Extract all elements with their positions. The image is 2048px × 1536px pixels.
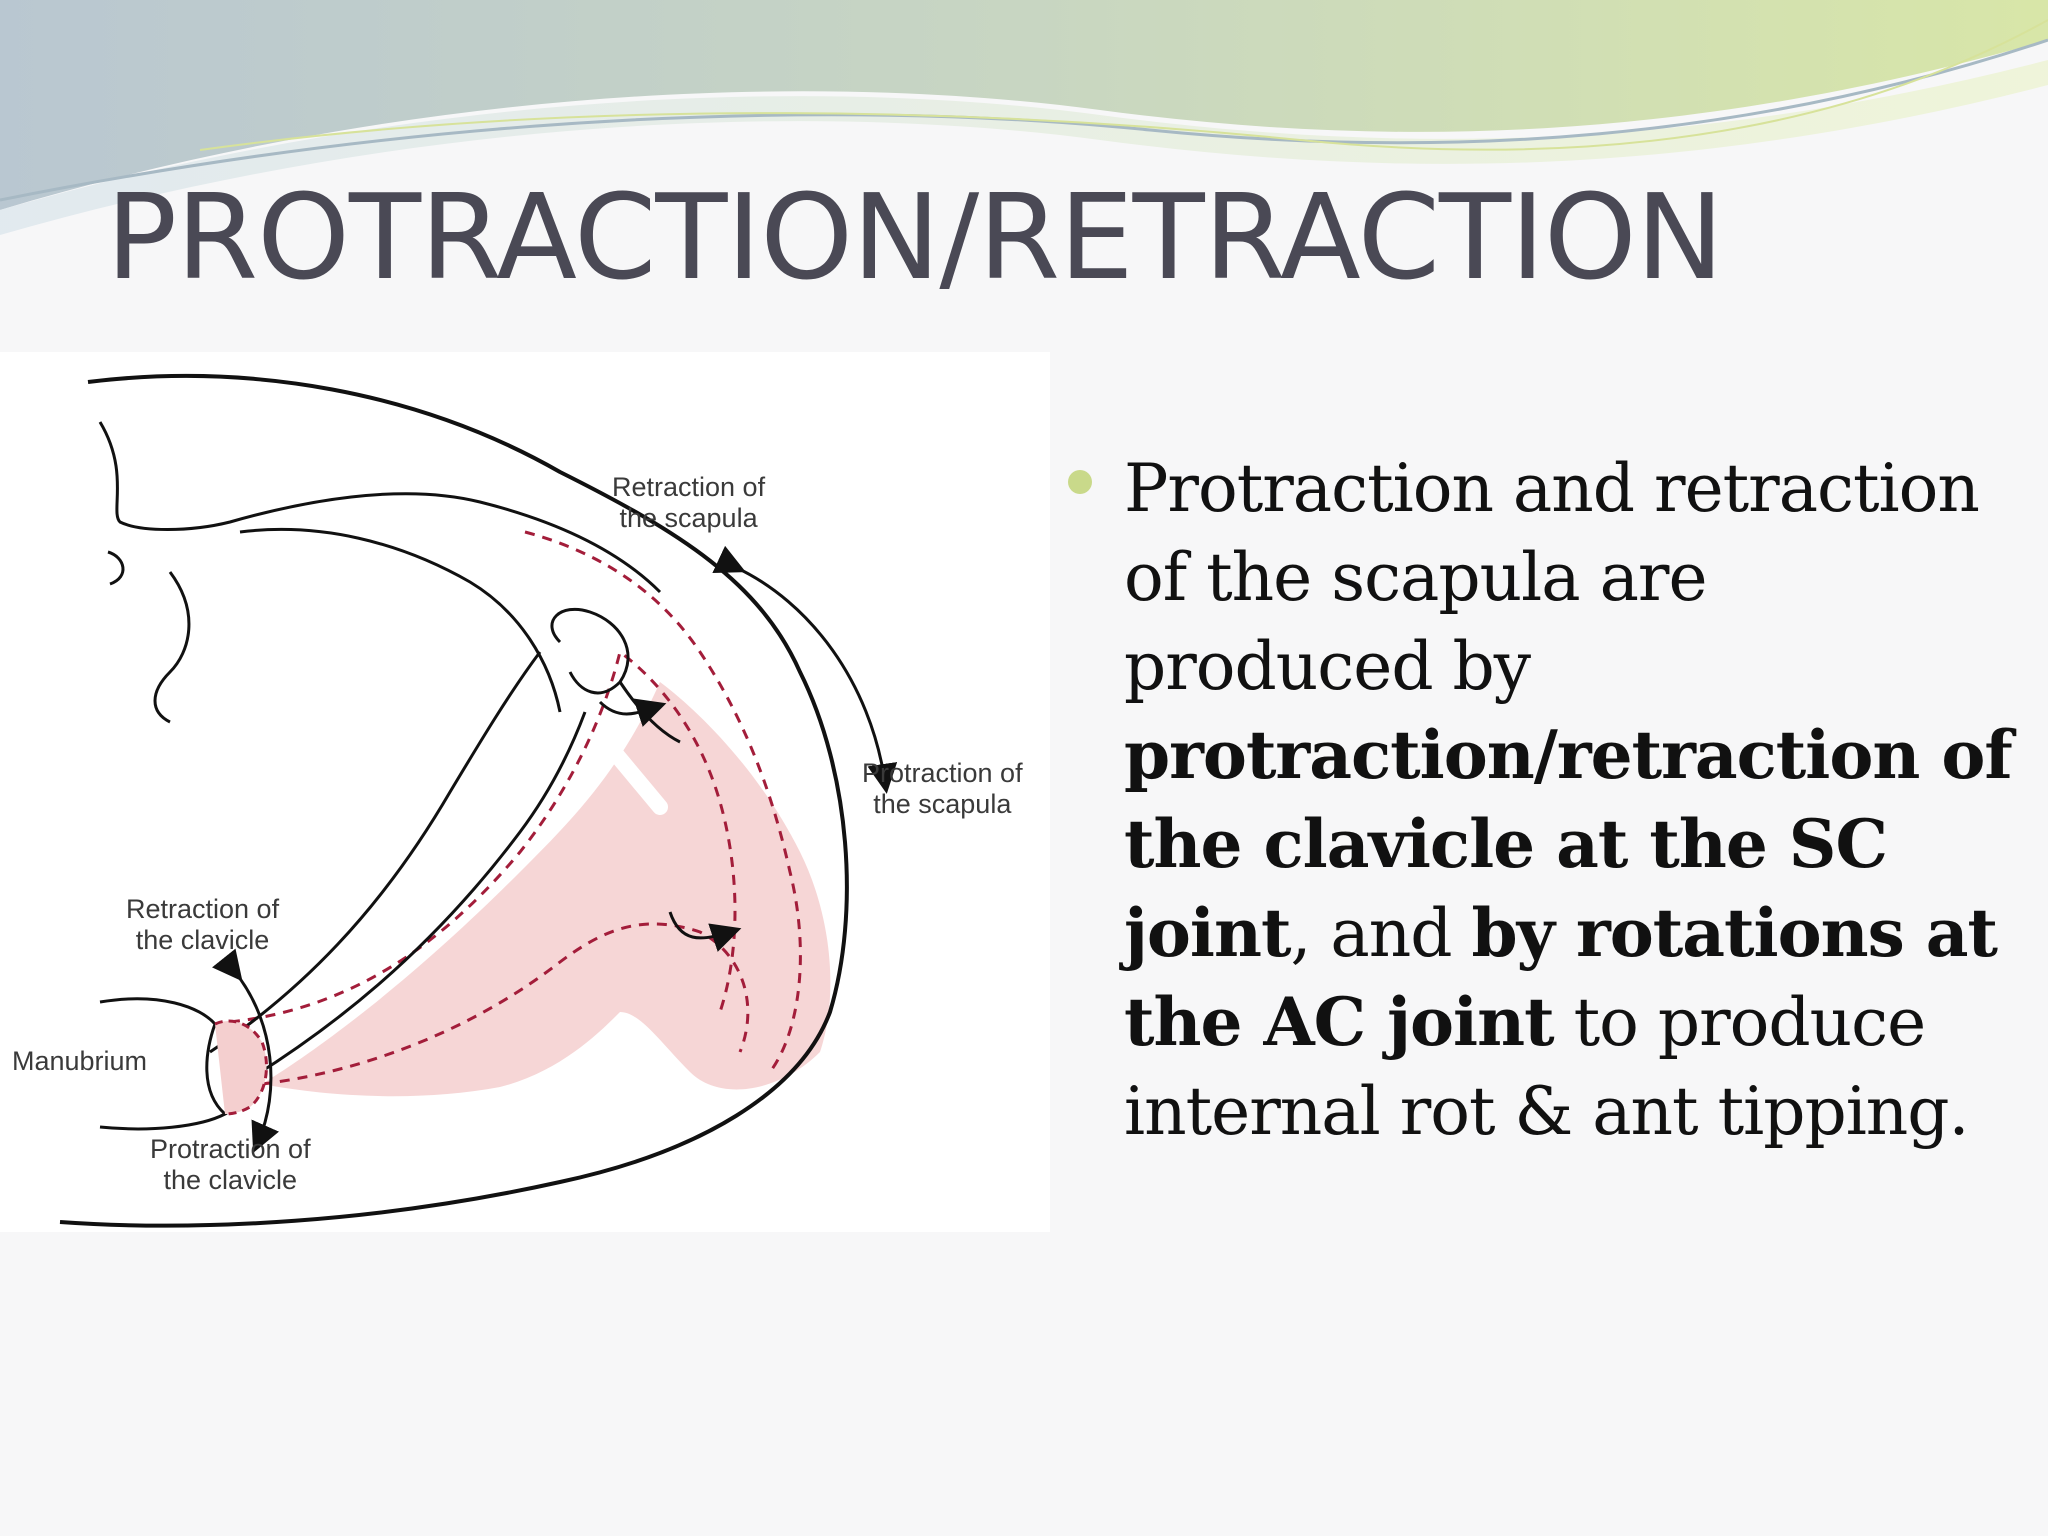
bullet-text: Protraction and retraction of the scapul… (1124, 444, 2024, 1156)
label-retraction-clavicle: Retraction of the clavicle (126, 894, 279, 956)
shoulder-diagram-drawing (59, 374, 898, 1228)
label-line: Protraction of (150, 1134, 311, 1164)
diagram-dashed-outline-2 (261, 922, 750, 1086)
bullet-text-segment: to produce internal rot & ant tipping. (1124, 984, 1970, 1150)
diagram-white-process (602, 739, 668, 815)
diagram-inner-curve (239, 527, 562, 713)
label-line: the scapula (873, 789, 1012, 819)
bullet-text-segment: , and (1290, 895, 1472, 972)
diagram-manubrium (99, 997, 228, 1131)
diagram-thorax-outline (59, 374, 849, 1228)
slide-title: PROTRACTION/RETRACTION (106, 168, 1724, 306)
diagram-acromion (550, 607, 630, 695)
label-line: Retraction of (612, 472, 766, 502)
bullet-text-segment: Protraction and retraction of the scapul… (1124, 450, 1980, 705)
diagram-sc-joint (214, 1019, 268, 1116)
diagram-dashed-outline (229, 649, 737, 1024)
diagram-shaded-region (262, 682, 831, 1097)
diagram-spine-outline (98, 421, 662, 594)
shoulder-diagram: Retraction of the scapula Protraction of… (0, 352, 1050, 1232)
label-retraction-scapula: Retraction of the scapula (612, 472, 765, 534)
diagram-clavicle-line-2 (209, 651, 542, 1054)
label-line: the clavicle (135, 925, 270, 955)
label-line: the clavicle (163, 1165, 298, 1195)
label-line: the scapula (619, 503, 758, 533)
header-swoosh-decoration (0, 0, 2048, 235)
label-manubrium: Manubrium (12, 1046, 148, 1076)
label-protraction-scapula: Protraction of the scapula (862, 758, 1023, 820)
bullet-text-bold: protraction/retraction of the clavicle a… (1124, 716, 2013, 972)
diagram-small-curve (107, 550, 125, 586)
diagram-clavicle-line (224, 711, 587, 1096)
bullet-text-bold: by rotations at the AC joint (1124, 894, 1998, 1061)
arrow-scapula[interactable] (712, 545, 898, 794)
label-line: Retraction of (126, 894, 280, 924)
label-protraction-clavicle: Protraction of the clavicle (150, 1134, 311, 1196)
diagram-left-curve (153, 571, 191, 724)
arrow-rotation-bottom[interactable] (668, 911, 742, 952)
bullet-dot (1068, 470, 1092, 494)
arrow-rotation-top[interactable] (598, 698, 667, 727)
arrow-clavicle[interactable] (212, 948, 279, 1153)
label-line: Protraction of (862, 758, 1023, 788)
